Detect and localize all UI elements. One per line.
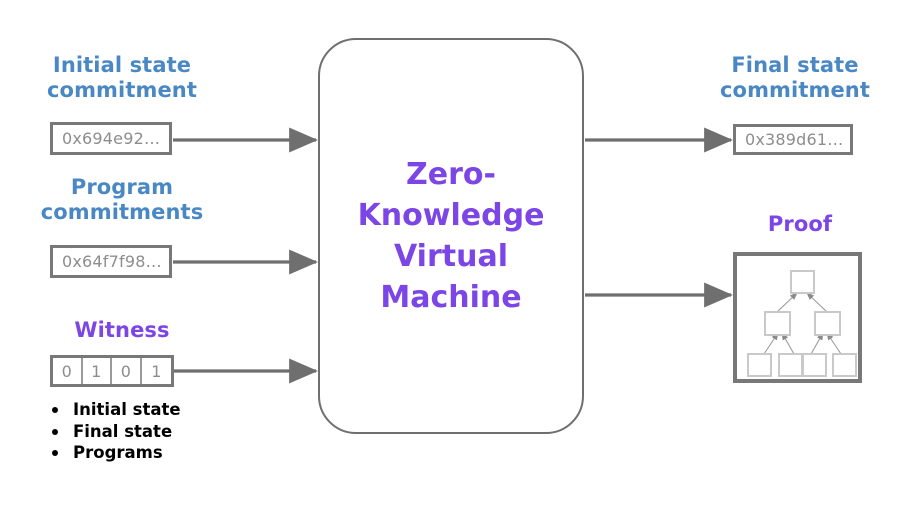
program-commitments-value: 0x64f7f98…	[50, 245, 172, 278]
tree-node-leaf	[778, 353, 803, 377]
merkle-tree-graphic	[747, 270, 857, 377]
proof-box	[733, 252, 862, 383]
witness-contents-list: Initial state Final state Programs	[46, 399, 276, 464]
tree-node-leaf	[802, 353, 827, 377]
witness-cell: 0	[112, 358, 142, 384]
witness-cell: 1	[83, 358, 113, 384]
tree-edge	[781, 332, 795, 355]
tree-node-leaf	[747, 353, 772, 377]
zero-knowledge-virtual-machine-box: Zero- Knowledge Virtual Machine	[318, 38, 584, 434]
witness-cell: 0	[53, 358, 83, 384]
tree-node-mid	[814, 311, 841, 336]
tree-edge	[763, 332, 779, 355]
initial-state-commitment-heading: Initial state commitment	[47, 53, 197, 102]
witness-heading: Witness	[74, 318, 170, 342]
program-commitments-heading: Program commitments	[40, 175, 204, 224]
proof-heading: Proof	[767, 212, 833, 236]
tree-node-mid	[764, 311, 791, 336]
final-state-commitment-heading: Final state commitment	[720, 53, 870, 102]
witness-strip: 0 1 0 1	[50, 355, 174, 387]
list-item: Final state	[46, 421, 276, 443]
witness-cell: 1	[151, 361, 162, 381]
zero-knowledge-virtual-machine-label: Zero- Knowledge Virtual Machine	[357, 157, 545, 315]
list-item: Programs	[46, 442, 276, 464]
final-state-commitment-value: 0x389d61…	[733, 124, 853, 155]
tree-node-leaf	[832, 353, 857, 377]
tree-edge	[810, 332, 824, 355]
tree-edge	[826, 332, 842, 355]
tree-edge	[776, 292, 798, 313]
initial-state-commitment-value: 0x694e92…	[50, 122, 172, 155]
list-item: Initial state	[46, 399, 276, 421]
tree-edge	[806, 292, 828, 313]
tree-node-root	[790, 270, 815, 294]
